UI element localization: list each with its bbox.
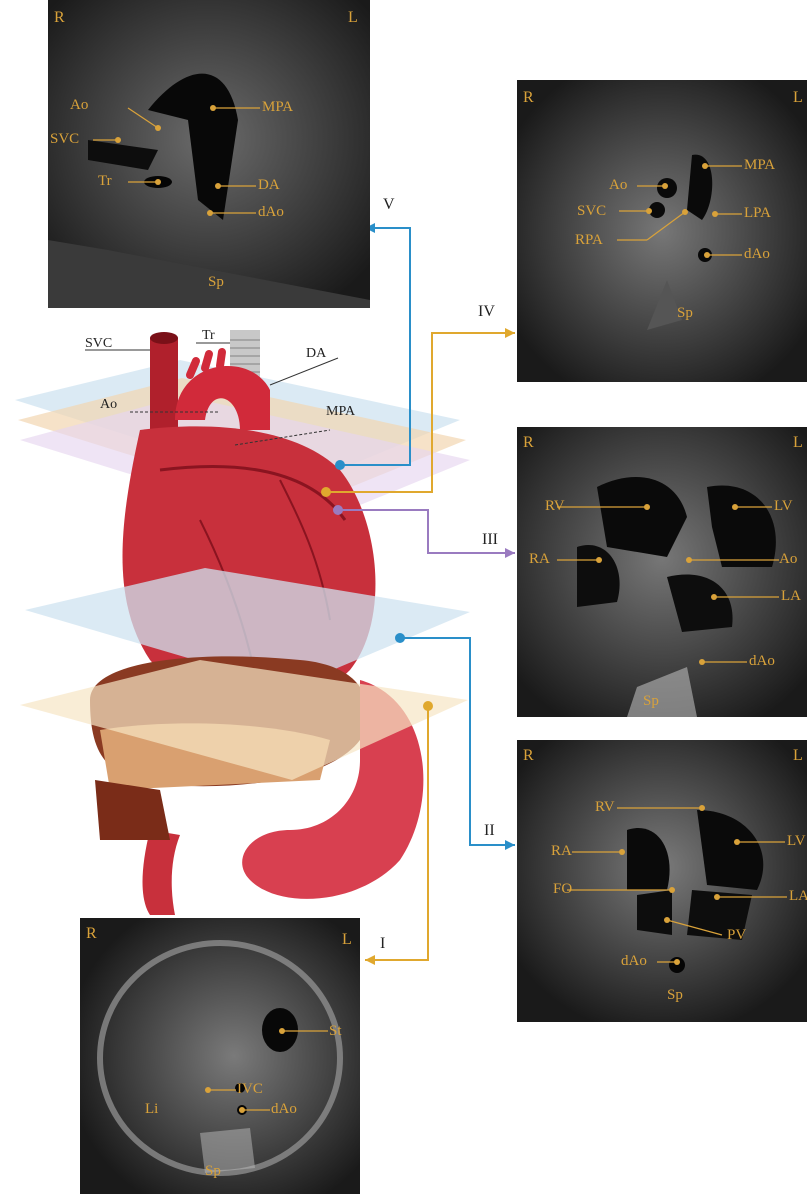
- orientation-l: L: [348, 10, 358, 25]
- plane-label-iii: III: [482, 531, 498, 549]
- orientation-r: R: [54, 10, 65, 25]
- label-sp: Sp: [208, 275, 224, 290]
- orientation-l: L: [793, 435, 803, 450]
- label-pv: PV: [727, 928, 746, 943]
- label-sp: Sp: [205, 1164, 221, 1179]
- label-dao: dAo: [749, 654, 775, 669]
- label-dao: dAo: [621, 954, 647, 969]
- duodenum: [143, 830, 181, 915]
- label-la: LA: [789, 889, 807, 904]
- label-da: DA: [258, 178, 280, 193]
- label-mpa: MPA: [262, 100, 293, 115]
- label-ra: RA: [551, 844, 572, 859]
- label-lpa: LPA: [744, 206, 771, 221]
- label-lv: LV: [774, 499, 793, 514]
- label-rpa: RPA: [575, 233, 603, 248]
- label-dao: dAo: [258, 205, 284, 220]
- label-dao: dAo: [271, 1102, 297, 1117]
- label-la: LA: [781, 589, 801, 604]
- label-svc: SVC: [50, 132, 79, 147]
- label-lv: LV: [787, 834, 806, 849]
- label-li: Li: [145, 1102, 158, 1117]
- label-svc: SVC: [577, 204, 606, 219]
- orientation-l: L: [793, 748, 803, 763]
- ultrasound-panel-iv: R L Ao SVC RPA MPA LPA dAo Sp: [517, 80, 807, 382]
- label-ao: Ao: [609, 178, 627, 193]
- label-st: St: [329, 1024, 342, 1039]
- orientation-l: L: [342, 932, 352, 947]
- label-ao: Ao: [779, 552, 797, 567]
- label-rv: RV: [545, 499, 565, 514]
- orientation-r: R: [523, 435, 534, 450]
- label-ao: Ao: [70, 98, 88, 113]
- orientation-r: R: [523, 90, 534, 105]
- label-fo: FO: [553, 882, 572, 897]
- label-sp: Sp: [643, 694, 659, 709]
- label-tr: Tr: [98, 174, 112, 189]
- orientation-r: R: [86, 926, 97, 941]
- diagram-label-tr: Tr: [202, 328, 215, 344]
- label-rv: RV: [595, 800, 615, 815]
- plane-label-iv: IV: [478, 303, 495, 321]
- plane-label-i: I: [380, 935, 385, 953]
- diagram-label-svc: SVC: [85, 336, 112, 352]
- plane-label-v: V: [383, 196, 395, 214]
- ultrasound-panel-iii: R L RV RA LV Ao LA dAo Sp: [517, 427, 807, 717]
- diagram-label-ao: Ao: [100, 397, 117, 413]
- ultrasound-panel-i: R L St Li IVC dAo Sp: [80, 918, 360, 1194]
- label-sp: Sp: [667, 988, 683, 1003]
- label-ivc: IVC: [237, 1082, 263, 1097]
- diagram-label-mpa: MPA: [326, 404, 355, 420]
- label-mpa: MPA: [744, 158, 775, 173]
- label-sp: Sp: [677, 306, 693, 321]
- ultrasound-panel-v: R L Ao SVC Tr MPA DA dAo Sp: [48, 0, 370, 308]
- label-dao: dAo: [744, 247, 770, 262]
- plane-label-ii: II: [484, 822, 495, 840]
- label-ra: RA: [529, 552, 550, 567]
- diagram-label-da: DA: [306, 346, 326, 362]
- orientation-l: L: [793, 90, 803, 105]
- orientation-r: R: [523, 748, 534, 763]
- ultrasound-panel-ii: R L RV RA FO LV LA PV dAo Sp: [517, 740, 807, 1022]
